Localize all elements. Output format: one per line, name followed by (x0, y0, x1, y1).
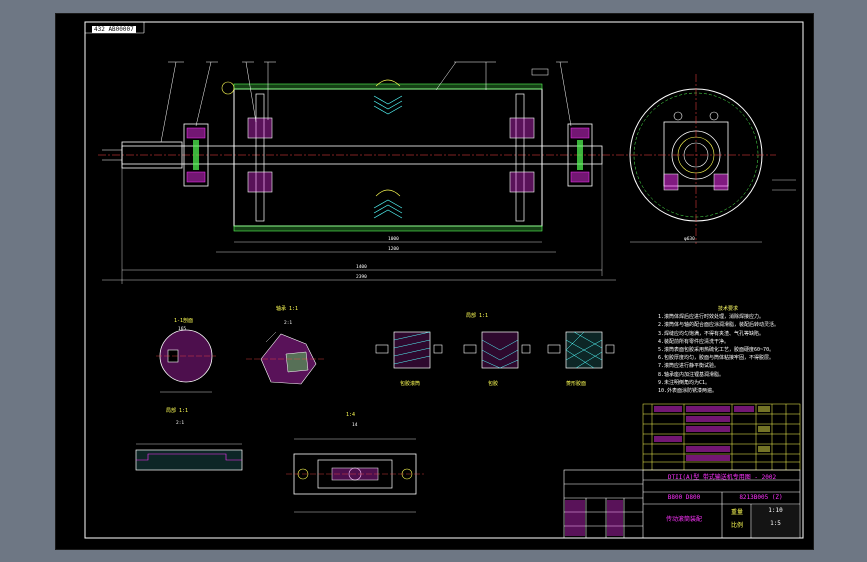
caption-1: 包胶滚筒 (400, 380, 420, 387)
main-assembly-view: 1000 1200 1400 2390 (98, 61, 616, 284)
lagging-detail-3: 菱形胶面 (547, 331, 615, 387)
note-item: 4.装配前所有零件应清洗干净。 (658, 338, 730, 345)
bearing-seat-plan: 1:4 14 (286, 412, 424, 513)
caption-2: 包胶 (488, 380, 498, 387)
dim-1200: 1200 (388, 246, 399, 252)
section-1-1: 1-1剖面 165 (156, 317, 216, 393)
title-project: DTII(A)型 带式输送机专用图 - 2002 (667, 474, 777, 481)
dim-1400: 1400 (356, 264, 367, 270)
dim-1000: 1000 (388, 236, 399, 242)
title-name: 传动滚筒装配 (665, 516, 702, 523)
parts-list (642, 403, 801, 471)
section-label-5: 1:4 (346, 412, 355, 418)
note-item: 7.滚筒应进行静平衡试验。 (658, 363, 720, 370)
scale-label-4: 2:1 (176, 420, 184, 426)
section-label-1: 1-1剖面 (174, 317, 193, 324)
note-item: 1.滚筒体焊后应进行时效处理，消除焊接应力。 (658, 314, 765, 321)
dim-2390: 2390 (356, 274, 367, 280)
caption-3: 菱形胶面 (566, 380, 586, 387)
scale-label-2: 2:1 (284, 320, 292, 326)
dim-14: 14 (352, 422, 358, 428)
title-weight: 1:10 (768, 507, 783, 514)
title-weight-label: 重量 (730, 509, 743, 516)
lagging-detail-1: 包胶滚筒 (375, 331, 443, 387)
notes-title: 技术要求 (717, 306, 738, 312)
title-code-right: 8213B005 (Z) (739, 494, 783, 501)
dim-phi630: φ630 (684, 236, 695, 242)
bearing-detail: 轴承 1:1 2:1 (246, 305, 326, 385)
frame-label: 432 AB00007 (92, 26, 136, 33)
note-item: 5.滚筒表面包胶采用热硫化工艺，胶面硬度60~70。 (658, 347, 775, 354)
technical-notes: 技术要求 1.滚筒体焊后应进行时效处理，消除焊接应力。 2.滚筒体与轴的配合面应… (658, 305, 798, 395)
section-label-3: 局部 1:1 (466, 312, 488, 319)
note-item: 6.包胶厚度均匀，胶面与筒体粘接牢固，不得脱层。 (658, 355, 775, 362)
title-block (563, 469, 801, 539)
note-item: 2.滚筒体与轴的配合面应涂润滑脂，装配后转动灵活。 (658, 322, 780, 329)
title-scale: 1:5 (770, 520, 781, 527)
note-item: 8.轴承座内加注锂基润滑脂。 (658, 371, 725, 378)
side-view: φ630 (616, 74, 796, 244)
title-code-left: B800 D800 (667, 494, 701, 501)
drawing-canvas: 1000 1200 1400 2390 φ630 (84, 21, 804, 539)
parts-list-fill (654, 406, 770, 461)
section-scale-1: 165 (178, 326, 186, 332)
cad-viewport[interactable]: 432 AB00007 (55, 13, 814, 550)
section-label-4: 局部 1:1 (166, 407, 188, 414)
key-detail: 局部 1:1 2:1 (135, 407, 243, 471)
section-label-2: 轴承 1:1 (276, 305, 298, 312)
note-item: 9.未注明倒角均为C1。 (658, 379, 711, 386)
note-item: 3.焊缝应均匀饱满，不得有夹渣、气孔等缺陷。 (658, 330, 765, 337)
title-scale-label: 比例 (730, 522, 743, 529)
note-item: 10.外表面涂防锈漆两遍。 (658, 388, 718, 395)
lagging-detail-2: 局部 1:1 包胶 (463, 312, 531, 387)
